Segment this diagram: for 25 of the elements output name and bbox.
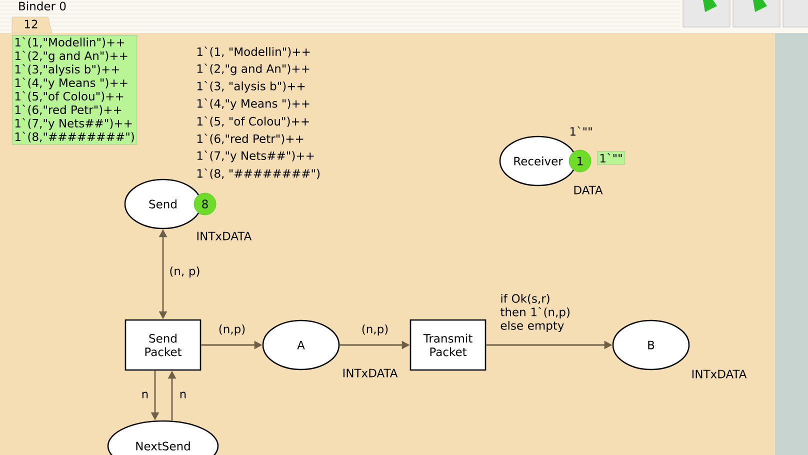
initial-marking-line: 1`(5, "of Colou")++	[197, 116, 309, 127]
transition-box: Send Packet	[124, 319, 202, 371]
colour-set-label: DATA	[574, 186, 603, 194]
binder-title: Binder 0	[19, 2, 66, 10]
arc-inscription: (n,p)	[219, 324, 245, 336]
colour-set-label: INTxDATA	[343, 368, 398, 378]
transition-box: Transmit Packet	[410, 319, 486, 371]
colour-set-label: INTxDATA	[197, 232, 252, 240]
arc-inscription: (n,p)	[362, 324, 388, 336]
marking-box: 1`""	[597, 151, 626, 165]
marking-box: 1`(1,"Modellin")++ 1`(2,"g and An")++ 1`(3,"alysis b")++ 1`(4,"y Means ")++ 1`(5,"of Colou")++ 1`(6,"red Petr")++ 1`(7,"y Nets##")++ 1`(8,"########")	[12, 35, 138, 145]
arc-inscription: (n, p)	[170, 266, 200, 278]
arc-inscription: n	[180, 392, 186, 398]
initial-marking-line: 1`(6,"red Petr")++	[197, 134, 304, 144]
arc-inscription: n	[142, 392, 148, 398]
initial-marking-line: 1`(3, "alysis b")++	[197, 81, 305, 93]
initial-marking-line: 1`(7,"y Nets##")++	[197, 150, 314, 162]
initial-marking-line: 1`(4,"y Means ")++	[197, 98, 310, 110]
initial-marking-line: 1`(8, "########")	[197, 168, 320, 180]
initial-marking-label: 1`""	[570, 126, 592, 136]
initial-marking-line: 1`(1, "Modellin")++	[197, 46, 310, 58]
colour-set-label: INTxDATA	[692, 370, 747, 378]
arc-inscription: if Ok(s,r) then 1`(n,p) else empty	[500, 294, 570, 332]
initial-marking-line: 1`(2,"g and An")++	[197, 64, 310, 76]
tab: 12	[12, 16, 52, 34]
